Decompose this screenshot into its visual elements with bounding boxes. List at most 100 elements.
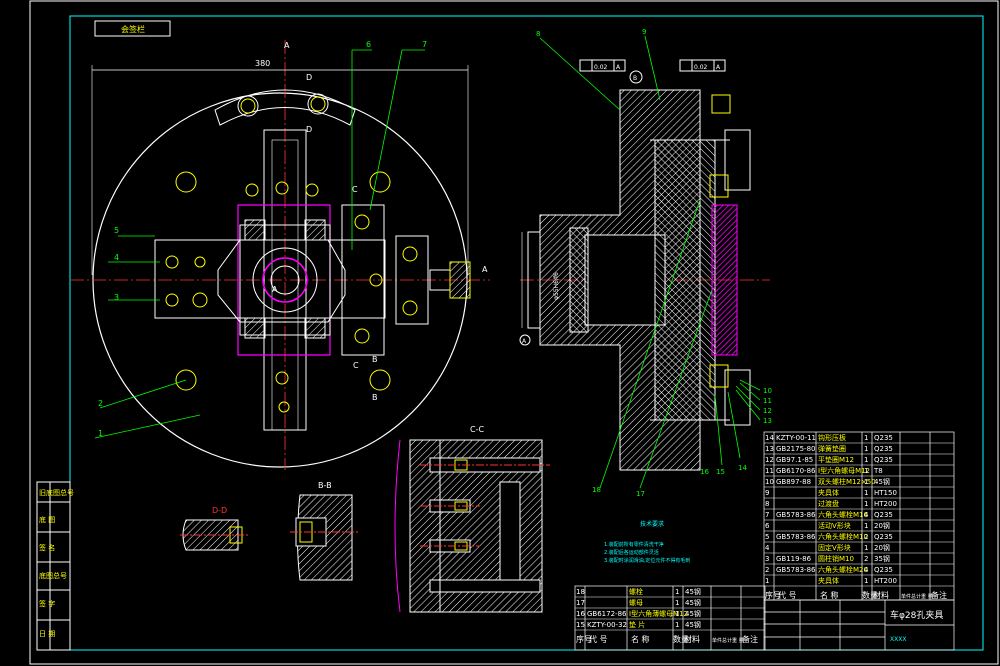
bom-right-cell-qty: 1: [864, 467, 868, 475]
callout-13: 13: [763, 417, 772, 425]
left-strip: [36, 481, 71, 651]
sec-b-top: B: [372, 355, 378, 364]
main-view: 380 A: [70, 40, 490, 470]
bom-left-cell-no: 18: [576, 588, 585, 596]
bom-right-cell-no: 1: [765, 577, 769, 585]
bom-left-header-cell: 材料: [684, 634, 700, 644]
bom-right-grid: [763, 431, 955, 601]
bom-right-cell-qty: 1: [864, 445, 868, 453]
left-strip-label-6: 日 期: [39, 630, 55, 638]
bom-right-cell-name: 六角头螺栓M20: [818, 565, 868, 574]
dim-bore: φ55H6/f6: [553, 272, 560, 300]
bom-right-cell-qty: 4: [864, 511, 869, 519]
sec-a-right: A: [482, 265, 488, 274]
bom-left-cell-mat: 45钢: [685, 587, 701, 596]
bom-right-cell-qty: 1: [864, 434, 868, 442]
section-dd: D-D: [180, 506, 250, 551]
bom-right-cell-name: 夹具体: [818, 576, 839, 585]
callout-3: 3: [114, 293, 119, 302]
callout-15: 15: [716, 468, 725, 476]
bom-right-cell-code: GB119-86: [776, 555, 812, 563]
datum-b: B: [633, 75, 637, 82]
bom-right-cell-mat: Q235: [874, 456, 893, 464]
bom-left-grid: [574, 585, 766, 651]
bom-right-cell-no: 2: [765, 566, 769, 574]
bom-right-cell-name: 平垫圈M12: [818, 455, 854, 464]
bom-right-cell-code: GB5783-86: [776, 533, 816, 541]
label-dd: D-D: [212, 506, 227, 515]
bom-right-cell-mat: HT200: [874, 500, 897, 508]
tol-value-2: 0.02: [694, 64, 708, 71]
bom-right-cell-mat: 35钢: [874, 554, 890, 563]
bom-left-cell-name: 螺母: [629, 598, 643, 607]
bom-right-header-cell: 序号: [765, 590, 781, 600]
bom-right-cell-mat: Q235: [874, 511, 893, 519]
bom-left-cell-no: 16: [576, 610, 585, 618]
bom-right-cell-code: GB897-88: [776, 478, 811, 486]
bom-right-cell-no: 12: [765, 456, 774, 464]
bom-right-cell-code: GB5783-86: [776, 511, 816, 519]
bom-right-cell-mat: HT200: [874, 577, 897, 585]
bom-right-header-cell: 数量: [862, 590, 878, 600]
sec-c-bot: C: [353, 361, 359, 370]
title-block: [763, 599, 955, 651]
bom-left-cell-qty: 1: [675, 588, 679, 596]
bom-right-cell-qty: 1: [864, 478, 868, 486]
bom-right-cell-name: 钩形压板: [818, 433, 846, 442]
bom-right-cell-qty: 1: [864, 577, 868, 585]
bom-right-cell-mat: 20钢: [874, 521, 890, 530]
bom-right-cell-qty: 1: [864, 500, 868, 508]
bom-right-cell-qty: 2: [864, 555, 868, 563]
callout-18: 18: [592, 486, 601, 494]
callout-4: 4: [114, 253, 119, 262]
bom-right-cell-mat: 45钢: [874, 477, 890, 486]
bom-right-cell-name: 固定V形块: [818, 543, 851, 552]
bom-right-cell-no: 9: [765, 489, 769, 497]
bom-left-header-cell: 备注: [742, 634, 758, 644]
bom-right-header-cell: 代 号: [778, 590, 797, 600]
bom-right-header-cell: 材料: [873, 590, 889, 600]
label-cc: C-C: [470, 425, 484, 434]
bom-right-cell-mat: 20钢: [874, 543, 890, 552]
bom-right-cell-mat: Q235: [874, 434, 893, 442]
left-strip-labels: 旧底图总号 底 图 签 名 底图总号 签 字 日 期: [39, 488, 74, 638]
bom-left-cell-code: KZTY-00-32: [587, 621, 627, 629]
bom-right-cell-qty: 1: [864, 456, 868, 464]
callout-1: 1: [98, 429, 103, 438]
bom-left-cell-name: 垫 片: [629, 620, 645, 629]
bom-right-cell-name: 六角头螺栓M10: [818, 532, 868, 541]
bom-right-cell-no: 10: [765, 478, 774, 486]
left-strip-label-5: 签 字: [39, 599, 55, 608]
bom-right-cell-name: 双头螺柱M12×50: [818, 477, 876, 486]
bom-left-cell-name: I型六角薄螺母M12: [629, 609, 688, 618]
bom-right-cell-no: 7: [765, 511, 769, 519]
bom-right-cell-no: 13: [765, 445, 774, 453]
bom-right-header-cell: 单件总计重 量: [901, 593, 933, 600]
sec-b-bot: B: [372, 393, 378, 402]
left-strip-label-3: 签 名: [39, 543, 55, 552]
bom-right-cell-name: 活动V形块: [818, 521, 851, 530]
callout-11: 11: [763, 397, 772, 405]
bom-left-header-cell: 单件总计重 量: [712, 637, 744, 644]
bom-right-cell-qty: 1: [864, 489, 868, 497]
bom-right-cell-name: 夹具体: [818, 488, 839, 497]
bom-right-cell-code: GB2175-80: [776, 445, 815, 453]
bom-right-cell-qty: 4: [864, 566, 869, 574]
section-bb: B-B: [290, 481, 360, 581]
bom-right-cell-code: GB97.1-85: [776, 456, 813, 464]
sec-c-top: C: [352, 185, 358, 194]
bom-left-cell-name: 螺栓: [629, 587, 643, 596]
label-bb: B-B: [318, 481, 332, 490]
callout-17: 17: [636, 490, 645, 498]
callout-16: 16: [700, 468, 709, 476]
notes-line-1: 1.装配前所有零件清洗干净: [604, 541, 664, 548]
bom-right-cell-name: 六角头螺栓M16: [818, 510, 868, 519]
bom-left-header-cell: 序号: [576, 634, 592, 644]
bom-right-cell-qty: 1: [864, 522, 868, 530]
bom-right-cell-mat: Q235: [874, 445, 893, 453]
callout-7: 7: [422, 40, 427, 49]
bom-left-cell-no: 17: [576, 599, 585, 607]
bom-right-cell-qty: 1: [864, 544, 868, 552]
bom-right-cell-no: 3: [765, 555, 769, 563]
